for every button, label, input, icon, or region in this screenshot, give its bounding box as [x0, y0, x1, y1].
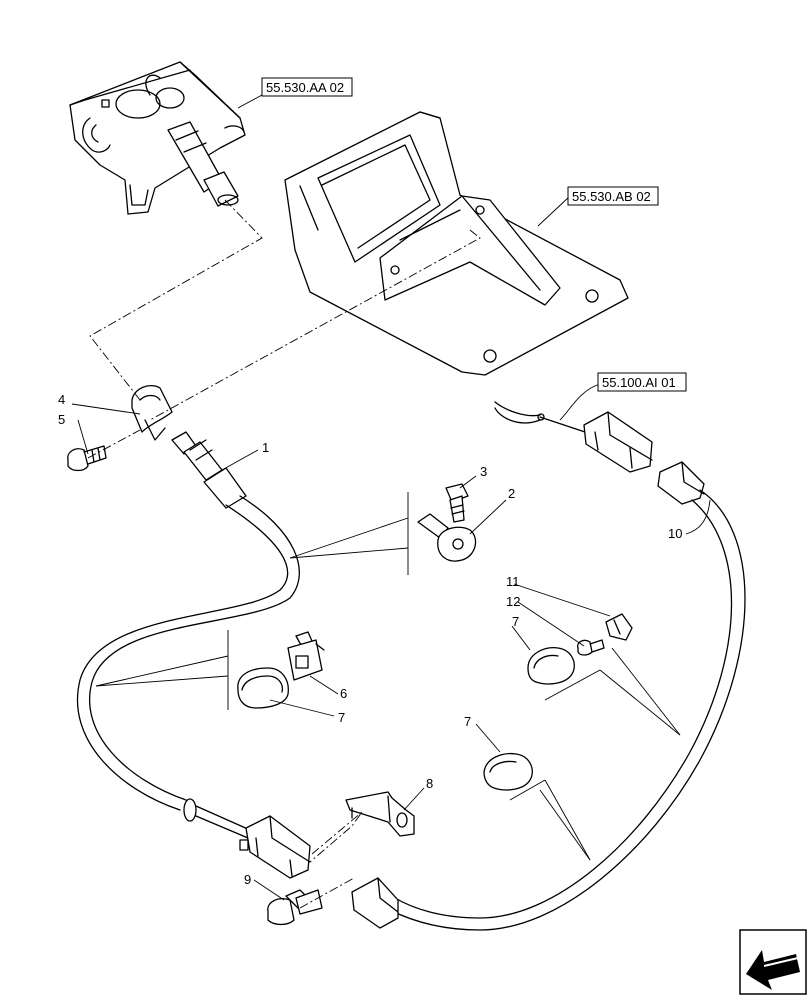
sensor-mount-assembly — [69, 61, 246, 215]
screw-12 — [577, 639, 605, 656]
cable-clamp-2 — [417, 513, 477, 562]
detail-brackets — [95, 492, 681, 861]
callout-3: 3 — [480, 464, 487, 479]
sensor-cable-1 — [76, 431, 311, 879]
bolt-3 — [445, 483, 469, 523]
callout-8: 8 — [426, 776, 433, 791]
callout-5: 5 — [58, 412, 65, 427]
clip-6 — [287, 631, 325, 681]
callout-9: 9 — [244, 872, 251, 887]
cable-tie-7a — [237, 667, 289, 709]
cable-tie-7b — [527, 647, 575, 685]
bolt-9 — [267, 889, 323, 926]
cable-tie-7c — [483, 752, 533, 791]
harness-connector-top — [494, 401, 653, 473]
reference-label-aa: 55.530.AA 02 — [266, 80, 344, 95]
callout-2: 2 — [508, 486, 515, 501]
callout-11: 11 — [506, 574, 520, 589]
bracket-8 — [345, 791, 415, 837]
reference-box-aa: 55.530.AA 02 — [261, 77, 353, 97]
reference-label-ab: 55.530.AB 02 — [572, 189, 651, 204]
callout-1: 1 — [262, 440, 269, 455]
bolt-5 — [67, 445, 107, 472]
callout-4: 4 — [58, 392, 65, 407]
callout-7-right: 7 — [512, 614, 519, 629]
mounting-plate — [284, 111, 629, 376]
callout-7-left: 7 — [338, 710, 345, 725]
leader-lines — [71, 94, 711, 901]
reference-box-ai: 55.100.AI 01 — [597, 372, 687, 392]
clip-11 — [605, 613, 633, 641]
reference-label-ai: 55.100.AI 01 — [602, 375, 676, 390]
callout-7-middle: 7 — [464, 714, 471, 729]
harness-cable-10 — [351, 461, 746, 931]
callout-12: 12 — [506, 594, 520, 609]
callout-6: 6 — [340, 686, 347, 701]
callout-10: 10 — [668, 526, 682, 541]
arrow-back-icon[interactable] — [739, 929, 807, 995]
alignment-lines — [87, 199, 481, 909]
reference-box-ab: 55.530.AB 02 — [567, 186, 659, 206]
clip-4 — [131, 385, 173, 441]
